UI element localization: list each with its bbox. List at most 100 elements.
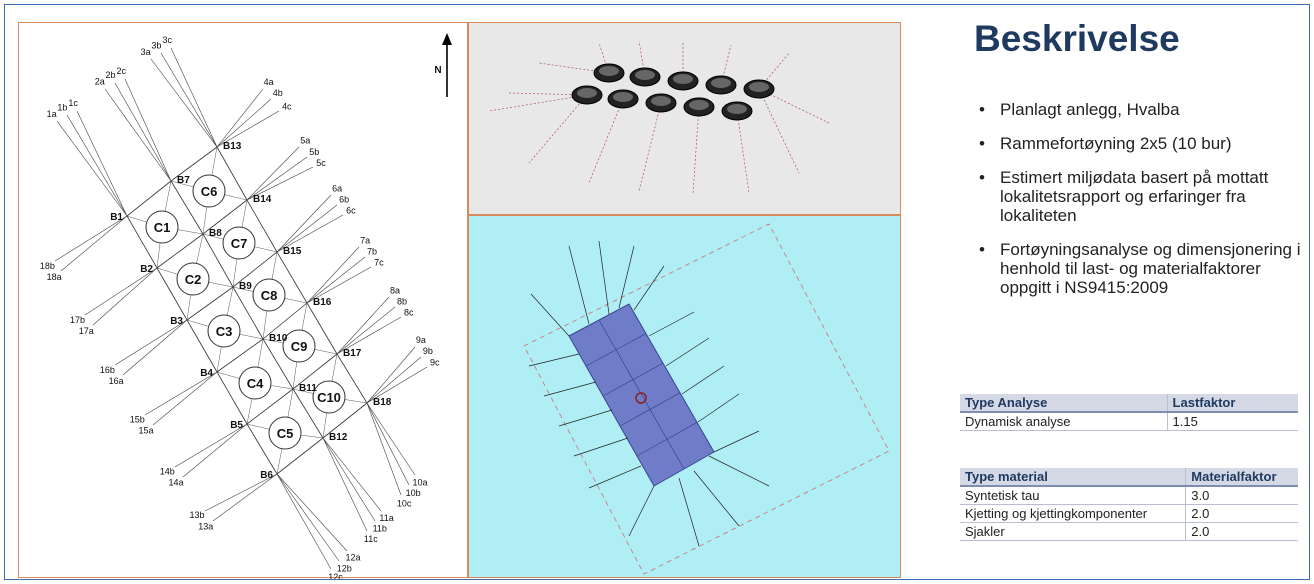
anchor-line	[212, 473, 278, 522]
cage-label: C6	[201, 184, 218, 199]
node-label: B10	[269, 333, 288, 344]
anchor-line	[92, 267, 158, 326]
node-label: B5	[230, 420, 243, 431]
cage-label: C2	[185, 272, 202, 287]
anchor-line	[122, 319, 188, 376]
node-label: B15	[283, 246, 302, 257]
anchor-line	[276, 214, 344, 253]
bullet-item: •Estimert miljødata basert på mottatt lo…	[970, 168, 1305, 225]
schematic-lines	[126, 146, 368, 475]
anchor-line	[216, 110, 280, 148]
table-cell: Syntetisk tau	[960, 486, 1186, 505]
north-arrow-head-icon	[442, 33, 452, 45]
anchor-label: 6c	[346, 206, 356, 216]
cage-ring-inner	[727, 104, 747, 114]
anchor-label: 1a	[47, 109, 57, 119]
node-label: B18	[373, 397, 392, 408]
frame-line	[246, 199, 278, 253]
anchor-label: 14b	[160, 467, 175, 477]
cage-ring-inner	[635, 70, 655, 80]
sim-anchor-line	[693, 470, 740, 527]
bullet-item: •Planlagt anlegg, Hvalba	[970, 100, 1305, 119]
mooring-3d-render-svg	[488, 40, 830, 194]
sim-anchor-line	[618, 245, 635, 309]
anchor-label: 10a	[412, 477, 427, 487]
anchor-label: 15a	[139, 426, 154, 436]
cage-ring-inner	[749, 82, 769, 92]
sim-anchor-line	[628, 485, 655, 537]
anchor-line	[322, 437, 382, 512]
anchor-label: 13b	[189, 510, 204, 520]
frame-line	[170, 146, 218, 182]
anchor-label: 2b	[106, 70, 116, 80]
sim-anchor-line	[568, 245, 590, 325]
frame-line	[186, 286, 234, 321]
cage-label: C5	[277, 426, 294, 441]
cage-circle	[252, 278, 286, 312]
anchor-line	[276, 473, 348, 552]
anchor-label: 16b	[100, 365, 115, 375]
anchor-label: 4b	[273, 88, 283, 98]
cage-circle	[207, 314, 241, 348]
table-cell: Sjakler	[960, 522, 1186, 541]
frame-line	[246, 388, 294, 425]
mooring-line	[638, 102, 662, 192]
bullet-item: •Fortøyningsanalyse og dimensjonering i …	[970, 240, 1305, 297]
cage-label: C10	[317, 390, 341, 405]
cage-label: C3	[216, 324, 233, 339]
anchor-label: 9b	[423, 346, 433, 356]
material-factor-table: Type material Materialfaktor Syntetisk t…	[960, 468, 1298, 541]
mooring-line	[588, 98, 624, 184]
table-cell: Dynamisk analyse	[960, 412, 1168, 431]
table-row: Kjetting og kjettingkomponenter 2.0	[960, 504, 1298, 523]
node-label: B11	[299, 383, 317, 394]
anchor-line	[114, 319, 188, 366]
node-label: B7	[177, 175, 190, 186]
anchor-label: 3b	[151, 40, 161, 50]
bullet-dot: •	[979, 100, 985, 119]
sim-anchor-line	[697, 393, 740, 423]
node-label: B12	[329, 432, 348, 443]
sim-anchor-line	[573, 437, 629, 457]
cage-label: C1	[154, 220, 171, 235]
frame-line	[170, 180, 204, 235]
anchor-label: 14a	[169, 478, 184, 488]
mooring-line	[720, 44, 732, 86]
mooring-line	[488, 94, 588, 112]
anchor-line	[336, 316, 402, 355]
cage-circle	[238, 366, 272, 400]
frame-line	[156, 233, 204, 269]
analysis-factor-table: Type Analyse Lastfaktor Dynamisk analyse…	[960, 394, 1298, 431]
anchor-label: 12a	[346, 553, 361, 563]
cage-ring-inner	[689, 100, 709, 110]
sim-anchor-line	[558, 409, 613, 427]
anchor-label: 7b	[367, 246, 377, 256]
anchor-label: 8a	[390, 285, 400, 295]
node-label: B8	[209, 228, 222, 239]
table-row: Dynamisk analyse 1.15	[960, 412, 1298, 431]
anchor-line	[152, 371, 218, 426]
anchor-label: 6a	[332, 183, 342, 193]
anchor-line	[276, 194, 332, 253]
frame-line	[276, 251, 308, 304]
anchor-label: 4a	[264, 77, 274, 87]
anchor-label: 3a	[141, 47, 151, 57]
anchor-line	[336, 306, 396, 355]
table-header-row: Type Analyse Lastfaktor	[960, 394, 1298, 413]
cage-ring-inner	[577, 88, 597, 98]
frame-line	[216, 371, 248, 425]
sim-anchor-line	[633, 265, 665, 311]
anchor-label: 15b	[130, 415, 145, 425]
sim-anchor-line	[543, 381, 597, 397]
bullet-dot: •	[979, 134, 985, 153]
anchor-line	[306, 266, 372, 304]
mooring-3d-render	[468, 22, 901, 215]
anchor-label: 11b	[373, 524, 387, 534]
bullet-list: •Planlagt anlegg, Hvalba •Rammefortøynin…	[970, 100, 1305, 312]
table-row: Syntetisk tau 3.0	[960, 486, 1298, 505]
grid-lines	[585, 319, 698, 470]
table-cell: Kjetting og kjettingkomponenter	[960, 504, 1186, 523]
anchor-line	[216, 88, 264, 148]
node-label: B16	[313, 297, 332, 308]
anchor-line	[366, 356, 422, 404]
